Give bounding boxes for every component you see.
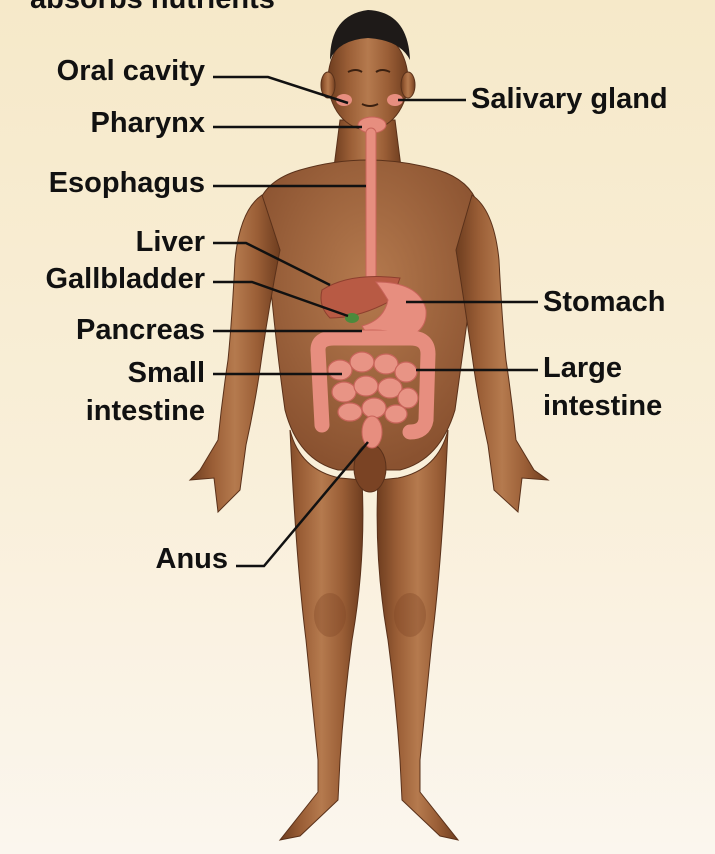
label-large-intestine-line1: Large <box>543 352 622 384</box>
label-small-intestine-line1: Small <box>128 357 205 389</box>
label-pancreas: Pancreas <box>76 314 205 346</box>
label-stomach: Stomach <box>543 286 665 318</box>
rectum-organ <box>362 416 382 448</box>
knee-shading <box>314 593 426 637</box>
label-esophagus: Esophagus <box>49 167 205 199</box>
label-pharynx: Pharynx <box>91 107 205 139</box>
label-anus: Anus <box>156 543 229 575</box>
label-liver: Liver <box>136 226 205 258</box>
header-text: absorbs nutrients <box>30 0 275 15</box>
esophagus-organ <box>366 128 376 283</box>
label-large-intestine-line2: intestine <box>543 390 662 422</box>
label-oral-cavity: Oral cavity <box>57 55 205 87</box>
label-gallbladder: Gallbladder <box>45 263 205 295</box>
label-salivary-gland: Salivary gland <box>471 83 668 115</box>
label-small-intestine-line2: intestine <box>86 395 205 427</box>
